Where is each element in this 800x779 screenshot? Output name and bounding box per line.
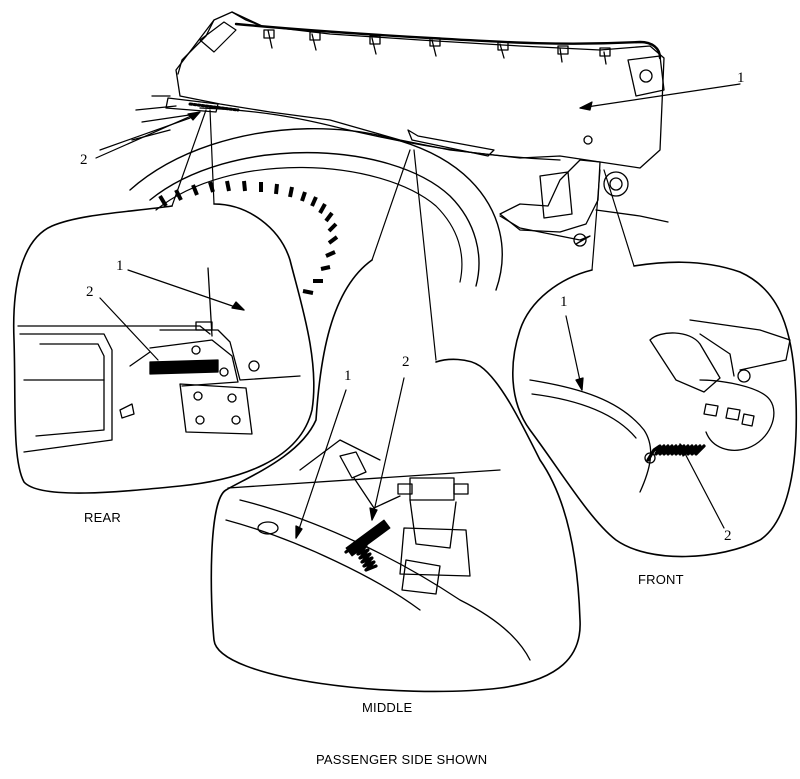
middle-detail [210, 259, 581, 693]
caption-front: FRONT [638, 572, 684, 587]
callout-middle-2: 2 [402, 354, 410, 370]
tire-tread [158, 180, 339, 295]
caption-passenger-side: PASSENGER SIDE SHOWN [316, 752, 488, 767]
front-spring [646, 444, 706, 462]
caption-rear: REAR [84, 510, 121, 525]
rear-bracket [179, 383, 253, 435]
callout-top-1: 1 [737, 70, 745, 86]
caption-middle: MIDDLE [362, 700, 413, 715]
callout-front-1: 1 [560, 294, 568, 310]
tire-inner-arc [149, 152, 480, 287]
front-detail [512, 261, 798, 558]
callout-rear-1: 1 [116, 258, 124, 274]
overview-leaders [95, 83, 741, 159]
panel-outline [175, 11, 665, 169]
wiring-harness [234, 22, 662, 60]
overview-assembly [129, 11, 669, 295]
front-bubble-outline [512, 261, 798, 558]
middle-bubble-outline [210, 259, 581, 693]
callout-front-2: 2 [724, 528, 732, 544]
detail-pointers [171, 109, 635, 361]
callout-top-2: 2 [80, 152, 88, 168]
rear-spring [149, 359, 219, 375]
rear-bubble-outline [12, 203, 315, 494]
callout-rear-2: 2 [86, 284, 94, 300]
callout-middle-1: 1 [344, 368, 352, 384]
rear-detail [12, 203, 315, 494]
